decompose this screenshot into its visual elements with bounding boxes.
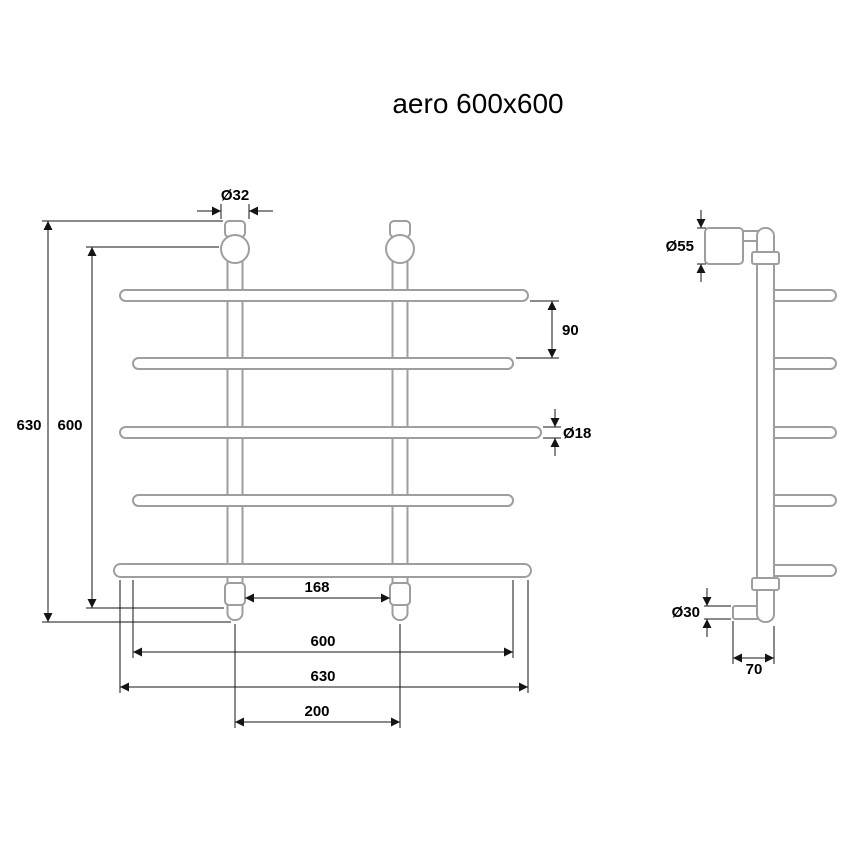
rung-5 bbox=[113, 563, 532, 578]
dim-height-overall: 630 bbox=[16, 220, 231, 623]
riser-collar-bottom bbox=[751, 577, 780, 591]
label-post-gap: 168 bbox=[304, 579, 329, 596]
front-rail bbox=[113, 220, 542, 621]
label-height-overall: 630 bbox=[16, 417, 41, 434]
side-rail bbox=[704, 227, 837, 623]
dim-width-overall: 630 bbox=[119, 580, 529, 693]
label-bracket-diameter: Ø55 bbox=[666, 238, 694, 255]
right-cap bbox=[385, 234, 415, 264]
drawing-title: aero 600x600 bbox=[392, 88, 563, 119]
riser-collar-top bbox=[751, 251, 780, 265]
rung-1 bbox=[119, 289, 529, 302]
label-post-spacing: 200 bbox=[304, 703, 329, 720]
left-cap bbox=[220, 234, 250, 264]
rung-4 bbox=[132, 494, 514, 507]
rung-2 bbox=[132, 357, 514, 370]
wall-cup bbox=[704, 227, 744, 265]
label-width-rails: 600 bbox=[310, 633, 335, 650]
label-width-overall: 630 bbox=[310, 668, 335, 685]
rung-3 bbox=[119, 426, 542, 439]
dim-height-mounting: 600 bbox=[57, 246, 224, 609]
dim-inlet-diameter: Ø30 bbox=[672, 588, 731, 637]
label-height-mounting: 600 bbox=[57, 417, 82, 434]
front-view: Ø32 90 Ø18 630 600 bbox=[16, 187, 591, 728]
inlet-pipe bbox=[732, 605, 760, 620]
label-rung-spacing: 90 bbox=[562, 322, 579, 339]
dim-depth: 70 bbox=[732, 621, 775, 678]
left-foot-bracket bbox=[224, 582, 246, 606]
dim-post-gap: 168 bbox=[245, 579, 390, 603]
dim-post-spacing: 200 bbox=[234, 624, 401, 728]
dim-width-rails: 600 bbox=[132, 580, 514, 658]
dim-rung-spacing: 90 bbox=[516, 300, 579, 359]
label-rung-diameter: Ø18 bbox=[563, 425, 591, 442]
dim-rung-diameter: Ø18 bbox=[543, 409, 591, 456]
dim-bracket-diameter: Ø55 bbox=[666, 210, 706, 282]
label-inlet-diameter: Ø30 bbox=[672, 604, 700, 621]
right-foot-bracket bbox=[389, 582, 411, 606]
label-cap-diameter: Ø32 bbox=[221, 187, 249, 204]
dim-cap-diameter: Ø32 bbox=[197, 187, 273, 219]
riser bbox=[756, 227, 775, 623]
side-view: Ø55 Ø30 70 bbox=[666, 210, 837, 678]
label-depth: 70 bbox=[746, 661, 763, 678]
